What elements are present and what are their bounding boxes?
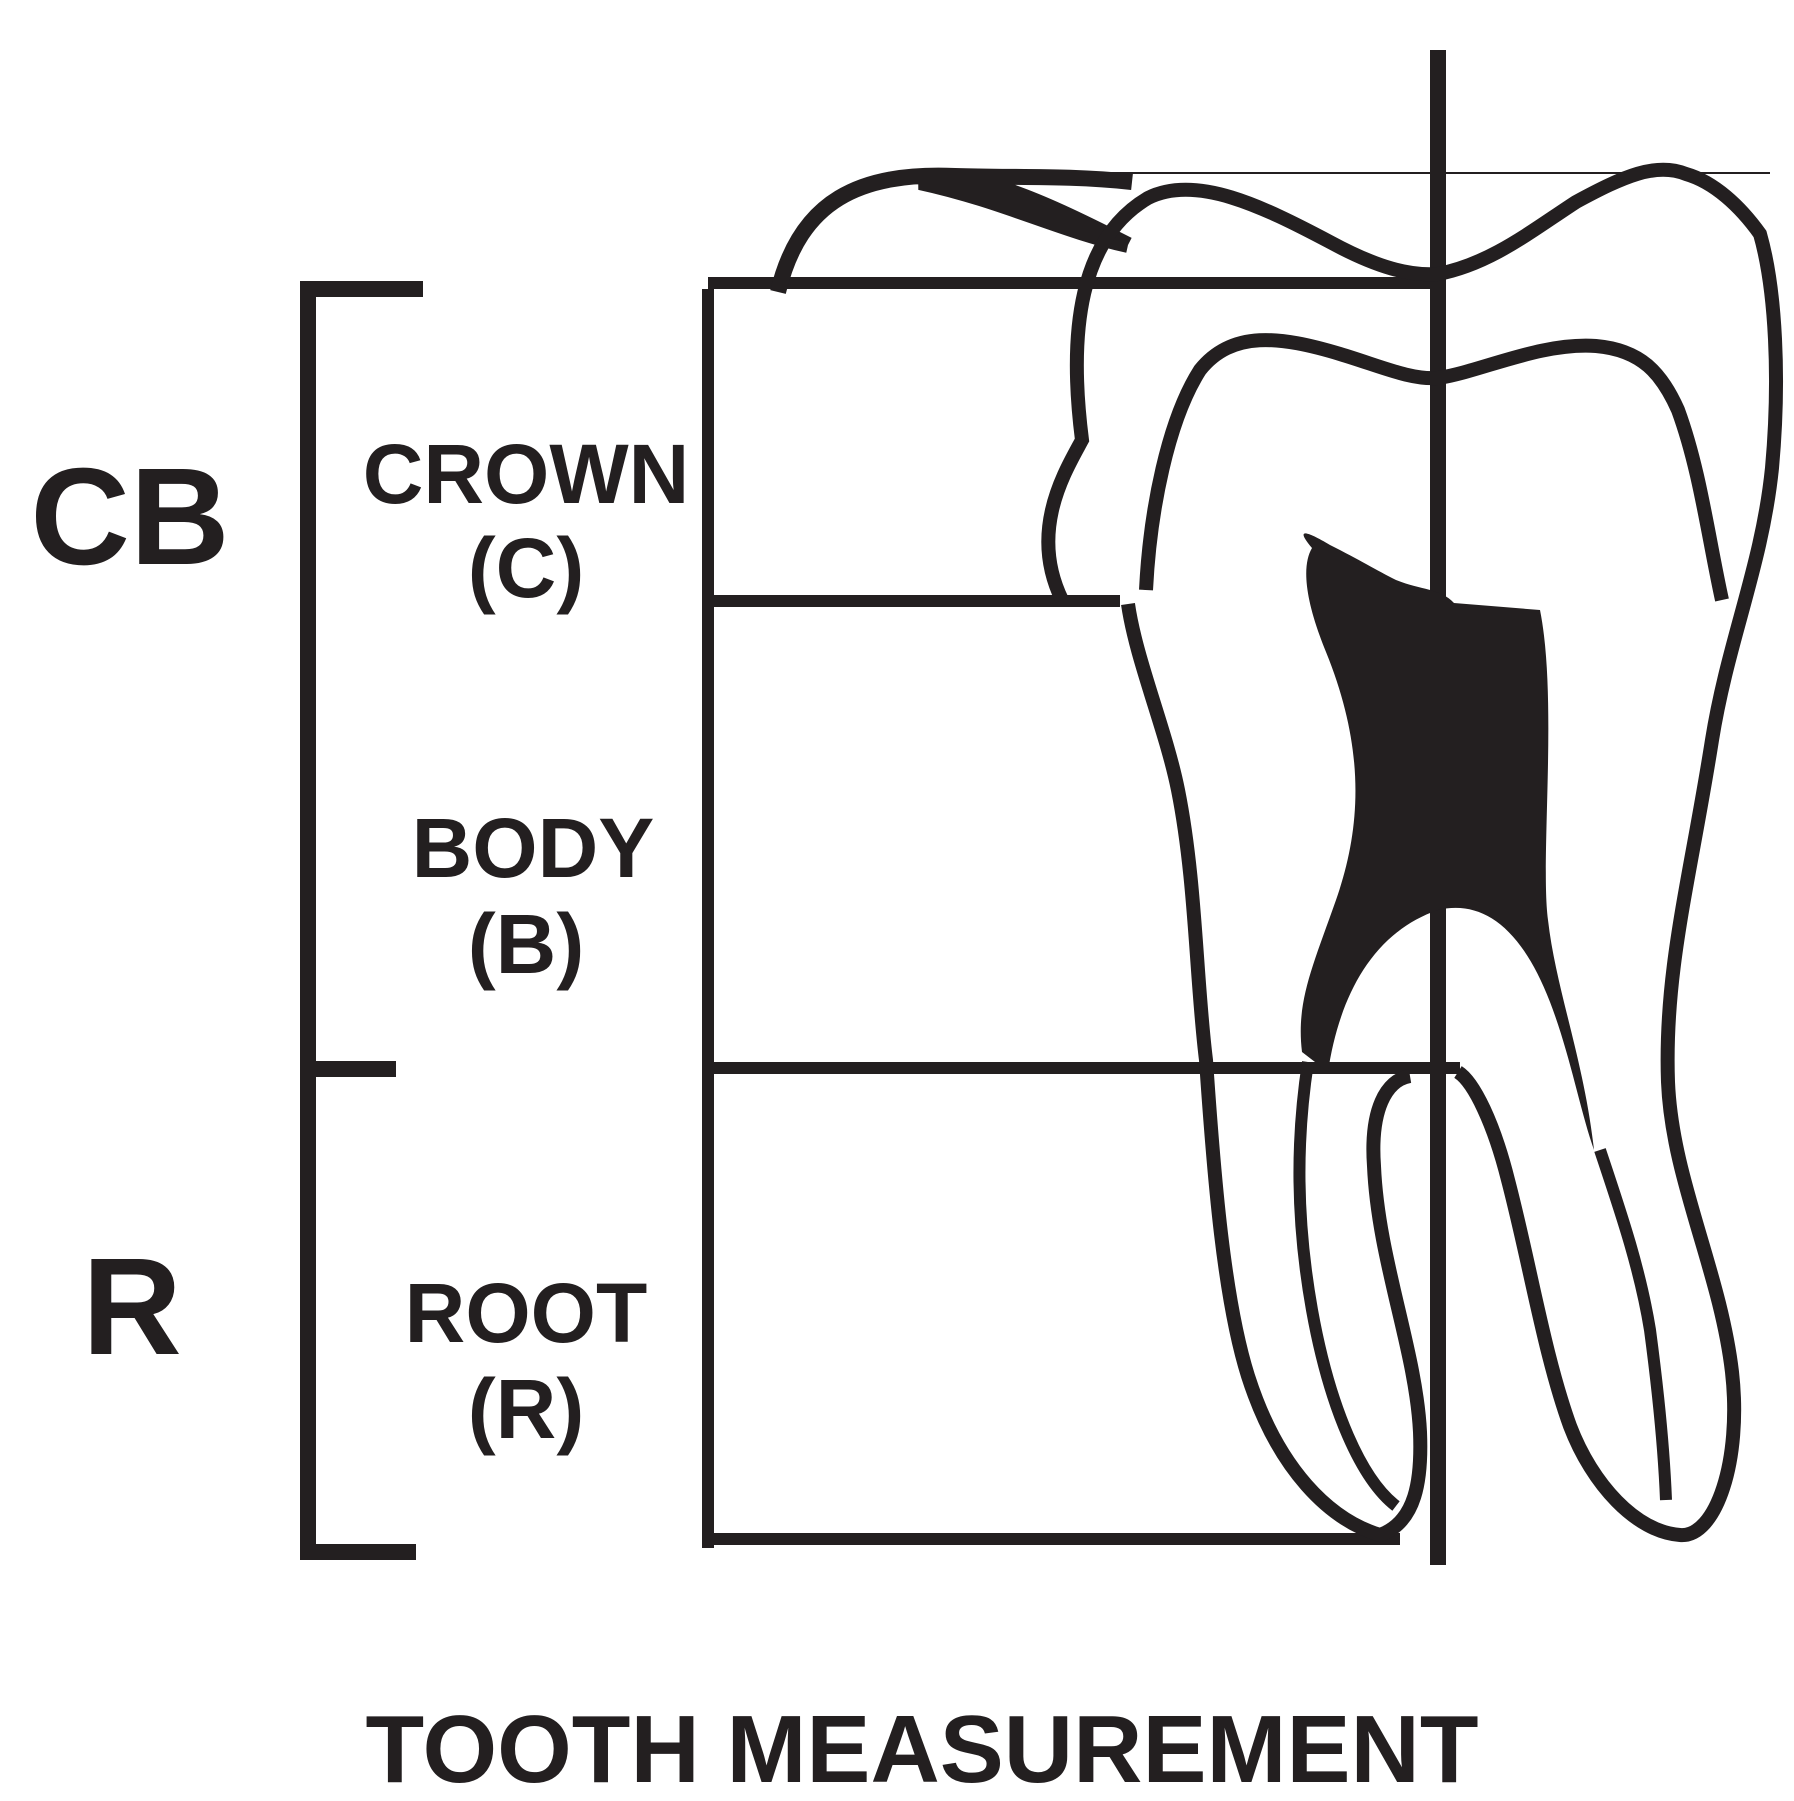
root-abbr: (R) [468, 1362, 585, 1456]
pulp-chamber [1300, 533, 1594, 1150]
body-label: BODY [412, 801, 655, 895]
r-label: R [82, 1230, 182, 1384]
crown-abbr: (C) [468, 521, 585, 615]
distal-root-canal [1594, 1148, 1672, 1501]
mesial-root-canal [1293, 1061, 1400, 1511]
diagram-title: TOOTH MEASUREMENT [366, 1696, 1479, 1801]
tooth-drawing [770, 162, 1783, 1543]
outer-contour [1041, 162, 1783, 1542]
cb-r-bracket [300, 281, 423, 1560]
root-label: ROOT [405, 1266, 648, 1360]
crown-outline [770, 167, 1133, 294]
crown-label: CROWN [363, 427, 690, 521]
body-abbr: (B) [468, 897, 585, 991]
dentin-enamel-junction [1139, 333, 1729, 602]
cb-label: CB [30, 440, 229, 594]
mesial-root-outline [1121, 603, 1428, 1543]
